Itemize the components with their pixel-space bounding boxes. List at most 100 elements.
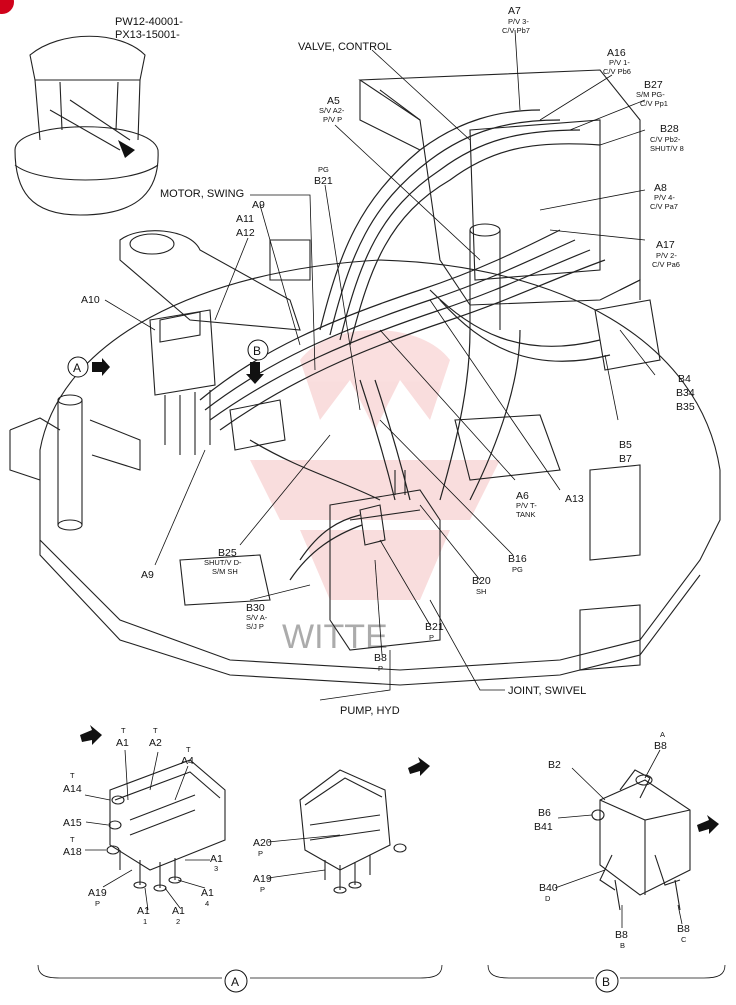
svg-text:A19: A19 [88,887,107,899]
callout-a12: A12 [236,227,255,239]
svg-text:A8: A8 [654,182,667,194]
detail-a-left-valve [80,725,226,911]
callout-a17: A17 P/V 2- C/V Pa6 [652,239,680,269]
svg-text:A1: A1 [172,905,185,917]
svg-text:C/V Pa7: C/V Pa7 [650,202,678,211]
svg-text:A2: A2 [149,737,162,749]
callout-b25: B25 SHUT/V D- S/M SH [204,547,242,576]
callout-a10: A10 [81,294,100,306]
svg-text:1: 1 [143,917,147,926]
svg-text:A5: A5 [327,95,340,107]
svg-text:A: A [73,361,81,375]
svg-text:A6: A6 [516,490,529,502]
hose-bundle [199,109,611,581]
svg-text:C: C [681,935,687,944]
svg-text:C/V Pb6: C/V Pb6 [603,67,631,76]
svg-text:B40: B40 [539,882,558,894]
corner-badge [0,0,14,14]
detail-b-labels: A B8 B2 B6 B41 B40 D B8 B B8 C [534,730,690,950]
watermark-text: WITTE [282,618,388,656]
leader-lines [104,29,656,701]
callout-b20: B20 SH [472,575,491,596]
callout-b16: B16 PG [508,553,527,574]
svg-text:A20: A20 [253,837,272,849]
label-valve-control: VALVE, CONTROL [298,41,392,53]
callout-a13: A13 [565,493,584,505]
svg-text:C/V Pb2-: C/V Pb2- [650,135,681,144]
svg-text:C/V Pb7: C/V Pb7 [502,26,530,35]
callout-b34: B34 [676,387,695,399]
svg-text:T: T [121,726,126,735]
svg-text:C/V Pa6: C/V Pa6 [652,260,680,269]
callout-b7: B7 [619,453,632,465]
svg-text:P/V 1-: P/V 1- [609,58,630,67]
svg-text:B25: B25 [218,547,237,559]
callout-a11: A11 [236,213,254,225]
svg-text:B8: B8 [615,929,628,941]
svg-text:T: T [186,745,191,754]
svg-text:P/V 3-: P/V 3- [508,17,529,26]
svg-text:B: B [620,941,625,950]
svg-text:SH: SH [476,587,486,596]
svg-text:A19: A19 [253,873,272,885]
svg-text:P: P [258,849,263,858]
svg-text:A15: A15 [63,817,82,829]
callout-b21-p: B21 P [425,621,444,642]
view-marker-a: A [67,356,110,378]
svg-text:T: T [70,771,75,780]
callout-a6: A6 P/V T- TANK [516,490,537,519]
svg-text:S/V A-: S/V A- [246,613,268,622]
svg-text:P/V T-: P/V T- [516,501,537,510]
detail-a-right-labels: A20 P A19 P [253,837,272,894]
callout-b28: B28 C/V Pb2- SHUT/V 8 [650,123,684,153]
model-range-line2: PX13-15001- [115,29,180,41]
svg-text:B: B [602,975,610,989]
svg-text:SHUT/V D-: SHUT/V D- [204,558,242,567]
svg-text:B27: B27 [644,79,663,91]
svg-text:2: 2 [176,917,180,926]
svg-text:B20: B20 [472,575,491,587]
section-bracket-b: B [487,964,726,993]
svg-text:P: P [95,899,100,908]
svg-text:B: B [253,344,261,358]
label-joint-swivel: JOINT, SWIVEL [508,685,586,697]
callout-a8: A8 P/V 4- C/V Pa7 [650,182,678,211]
svg-text:PG: PG [318,165,329,174]
view-marker-b: B [246,339,269,384]
svg-text:P: P [429,633,434,642]
callout-a9-top: A9 [252,199,265,211]
machine-inset [14,35,159,216]
detail-a-right-valve [267,757,430,894]
svg-text:B41: B41 [534,821,553,833]
callout-b35: B35 [676,401,695,413]
callout-a16: A16 P/V 1- C/V Pb6 [603,47,631,76]
svg-text:B8: B8 [374,652,387,664]
svg-text:A1: A1 [201,887,214,899]
callout-a9-bottom: A9 [141,569,154,581]
watermark-logo [250,330,500,600]
svg-text:4: 4 [205,899,209,908]
svg-text:B21: B21 [425,621,444,633]
svg-text:S/J P: S/J P [246,622,264,631]
svg-text:P/V 2-: P/V 2- [656,251,677,260]
callout-b21-pg: PG B21 [314,165,333,187]
callout-b5: B5 [619,439,632,451]
svg-text:T: T [153,726,158,735]
svg-text:A17: A17 [656,239,675,251]
callout-b27: B27 S/M PG- C/V Pp1 [636,79,668,108]
svg-text:B6: B6 [538,807,551,819]
svg-text:B2: B2 [548,759,561,771]
svg-text:S/M PG-: S/M PG- [636,90,665,99]
svg-text:B30: B30 [246,602,265,614]
svg-text:A: A [231,975,239,989]
detail-a-left-labels: T A1 T A2 T A4 T A14 A15 T A18 A1 3 A1 4… [63,726,223,926]
svg-text:S/M SH: S/M SH [212,567,238,576]
svg-text:B28: B28 [660,123,679,135]
svg-text:A14: A14 [63,783,82,795]
detail-b-block [554,749,719,928]
label-motor-swing: MOTOR, SWING [160,188,244,200]
svg-text:S/V A2-: S/V A2- [319,106,345,115]
svg-text:TANK: TANK [516,510,535,519]
